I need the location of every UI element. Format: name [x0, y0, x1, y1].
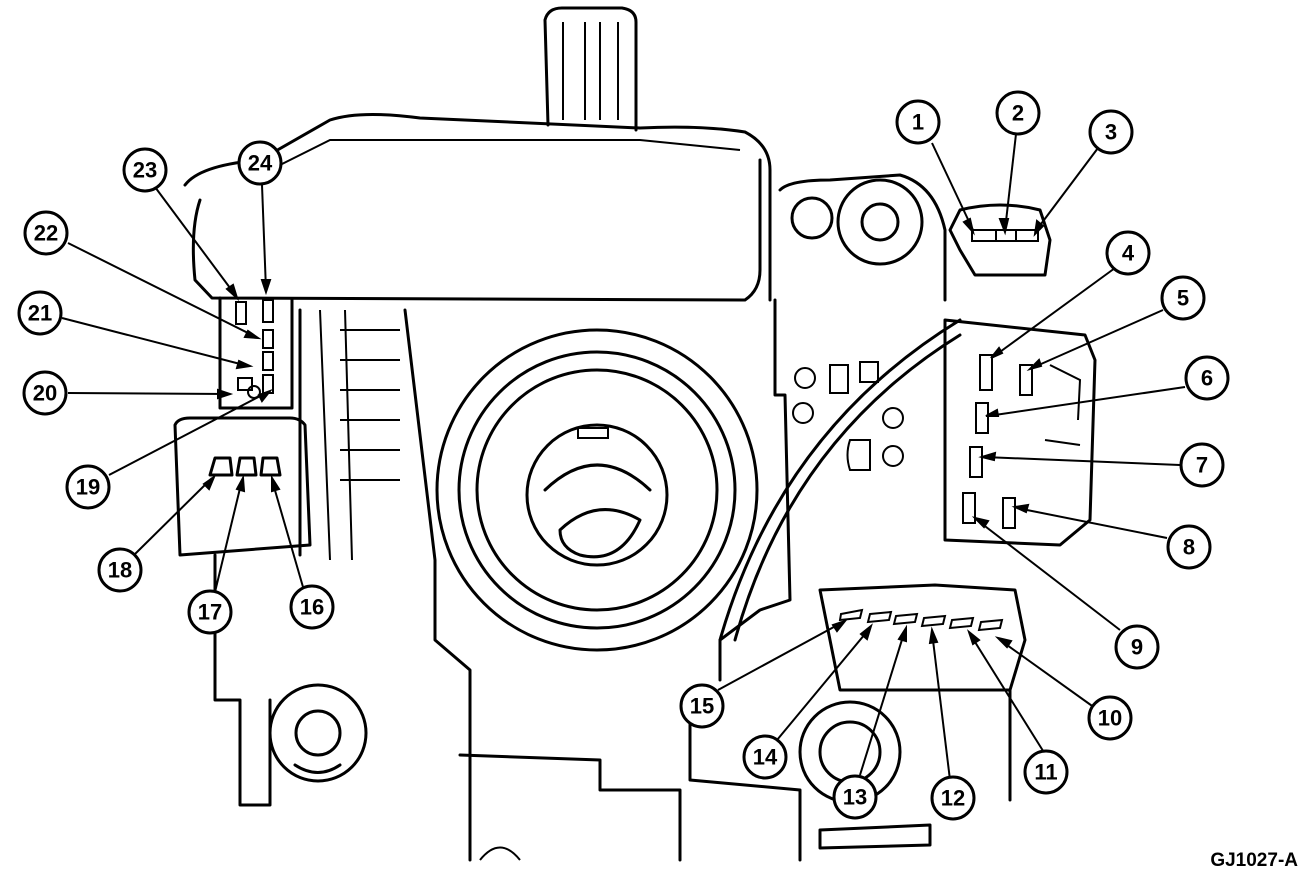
figure-id: GJ1027-A: [1210, 850, 1298, 871]
callout-12-label: 12: [941, 786, 965, 811]
callout-4-label: 4: [1122, 241, 1135, 266]
callout-6: 6: [1184, 355, 1230, 401]
callout-5-label: 5: [1177, 286, 1189, 311]
callout-22: 22: [23, 210, 69, 256]
callout-13: 13: [832, 774, 878, 820]
callout-24-label: 24: [248, 151, 273, 176]
callout-11: 11: [1023, 749, 1069, 795]
callout-10-label: 10: [1098, 706, 1122, 731]
callout-1: 1: [895, 99, 941, 145]
callout-17-label: 17: [198, 600, 222, 625]
callout-15-label: 15: [690, 694, 714, 719]
callout-16-label: 16: [300, 595, 324, 620]
callout-2: 2: [995, 90, 1041, 136]
leader-lines: [61, 133, 1186, 781]
callout-8: 8: [1166, 524, 1212, 570]
callout-16: 16: [289, 584, 335, 630]
callout-11-label: 11: [1034, 760, 1057, 785]
callout-9-label: 9: [1131, 635, 1143, 660]
callout-15: 15: [679, 683, 725, 729]
callout-21: 21: [17, 290, 63, 336]
callout-9: 9: [1114, 624, 1160, 670]
callout-18: 18: [97, 547, 143, 593]
callout-20-label: 20: [33, 381, 57, 406]
callout-3: 3: [1088, 109, 1134, 155]
callout-3-label: 3: [1105, 120, 1117, 145]
callout-12: 12: [930, 775, 976, 821]
callout-14: 14: [742, 734, 788, 780]
callout-7-label: 7: [1196, 453, 1208, 478]
callout-4: 4: [1105, 230, 1151, 276]
callout-5: 5: [1160, 275, 1206, 321]
callout-22-label: 22: [34, 221, 58, 246]
callout-18-label: 18: [108, 558, 132, 583]
callout-10: 10: [1087, 695, 1133, 741]
callout-2-label: 2: [1012, 101, 1024, 126]
callout-14-label: 14: [753, 745, 778, 770]
callout-19-label: 19: [76, 475, 100, 500]
callout-8-label: 8: [1183, 535, 1195, 560]
callout-6-label: 6: [1201, 366, 1213, 391]
callout-13-label: 13: [843, 785, 867, 810]
callout-19: 19: [65, 464, 111, 510]
switch-body-drawing: [173, 6, 1097, 862]
callout-21-label: 21: [28, 301, 52, 326]
callout-20: 20: [22, 370, 68, 416]
callout-23-label: 23: [133, 158, 157, 183]
callout-17: 17: [187, 589, 233, 635]
callout-7: 7: [1179, 442, 1225, 488]
callout-24: 24: [237, 140, 283, 186]
callout-23: 23: [122, 147, 168, 193]
callout-1-label: 1: [912, 110, 924, 135]
